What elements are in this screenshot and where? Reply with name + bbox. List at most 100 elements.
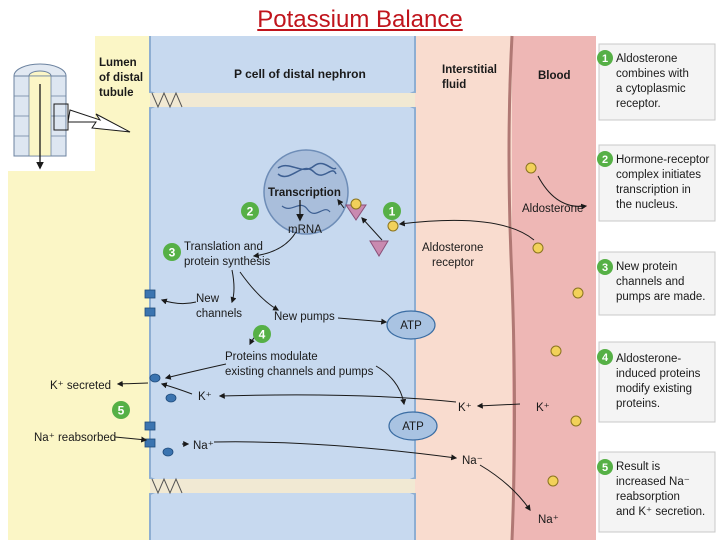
blood-region bbox=[512, 36, 596, 540]
capillary-wall bbox=[507, 35, 516, 540]
step-1: 1 Aldosterone combines with a cytoplasmi… bbox=[597, 43, 716, 121]
k-secreted-label: K⁺ secreted bbox=[50, 380, 111, 392]
marker-4: 4 bbox=[253, 325, 271, 343]
lumen-label-line-1: Lumen bbox=[99, 57, 137, 69]
p-cell-label: P cell of distal nephron bbox=[234, 67, 366, 81]
arrow-k-blood-to-interstitial bbox=[476, 402, 521, 409]
svg-text:3: 3 bbox=[169, 246, 176, 260]
arrow-k-secreted bbox=[116, 380, 149, 387]
arrow-aldosterone-into-cell bbox=[398, 219, 535, 241]
pathway-arrows bbox=[114, 175, 588, 511]
blood-label: Blood bbox=[538, 70, 571, 82]
modulate-label-line-2: existing channels and pumps bbox=[225, 366, 374, 378]
svg-text:1: 1 bbox=[389, 205, 396, 219]
arrow-to-new-channels bbox=[230, 269, 237, 304]
modulate-label-line-1: Proteins modulate bbox=[225, 351, 318, 363]
aldosterone-molecules-blood bbox=[525, 162, 584, 487]
nucleus bbox=[263, 149, 349, 235]
na-plus-cell-label: Na⁺ bbox=[193, 440, 214, 452]
step-5-number: 5 bbox=[602, 462, 608, 474]
p-cell-region bbox=[150, 36, 415, 540]
marker-3: 3 bbox=[163, 243, 181, 261]
steps-list: 1 Aldosterone combines with a cytoplasmi… bbox=[597, 43, 716, 533]
translation-label-line-1: Translation and bbox=[184, 241, 263, 253]
arrow-na-reabsorbed bbox=[114, 436, 148, 443]
transcription-label: Transcription bbox=[268, 187, 341, 199]
step-3: 3 New protein channels and pumps are mad… bbox=[597, 251, 716, 316]
arrow-mrna-to-translation bbox=[252, 231, 297, 259]
hormone-receptor-complex bbox=[345, 198, 367, 221]
slide-title: Potassium Balance bbox=[0, 6, 720, 34]
arrow-new-pumps-to-atp bbox=[337, 317, 388, 325]
arrow-modulate-to-pump bbox=[375, 365, 407, 406]
aldosterone-receptor bbox=[369, 240, 389, 257]
svg-text:4: 4 bbox=[259, 328, 266, 342]
marker-1: 1 bbox=[383, 202, 401, 220]
interstitial-label-line-1: Interstitial bbox=[442, 64, 497, 76]
step-3-line-3: pumps are made. bbox=[616, 291, 706, 303]
step-4: 4 Aldosterone- induced proteins modify e… bbox=[597, 341, 716, 423]
step-5-line-2: increased Na⁻ bbox=[616, 476, 690, 488]
step-5: 5 Result is increased Na⁻ reabsorption a… bbox=[597, 451, 716, 533]
arrow-receptor-binding bbox=[361, 217, 383, 241]
step-3-line-1: New protein bbox=[616, 261, 677, 273]
marker-2: 2 bbox=[241, 202, 259, 220]
lumen-label-line-3: tubule bbox=[99, 87, 134, 99]
diagram-step-markers: 1 2 3 4 5 bbox=[112, 202, 401, 419]
step-2-line-4: the nucleus. bbox=[616, 199, 678, 211]
step-2: 2 Hormone-receptor complex initiates tra… bbox=[597, 144, 716, 222]
arrow-k-interstitial-to-cell bbox=[218, 392, 457, 403]
svg-text:5: 5 bbox=[118, 404, 125, 418]
apical-channels bbox=[144, 289, 177, 457]
k-plus-blood-label: K⁺ bbox=[536, 402, 550, 414]
new-channels-label-line-2: channels bbox=[196, 308, 242, 320]
step-4-line-1: Aldosterone- bbox=[616, 353, 681, 365]
translation-label-line-2: protein synthesis bbox=[184, 256, 271, 268]
interstitial-label-line-2: fluid bbox=[442, 79, 466, 91]
na-plus-blood-label: Na⁺ bbox=[538, 514, 559, 526]
na-reabsorbed-label: Na⁺ reabsorbed bbox=[34, 432, 116, 444]
step-1-line-3: a cytoplasmic bbox=[616, 83, 686, 95]
step-1-line-2: combines with bbox=[616, 68, 689, 80]
step-2-line-3: transcription in bbox=[616, 184, 691, 196]
arrow-modulate-to-channel bbox=[164, 363, 227, 380]
step-2-line-1: Hormone-receptor bbox=[616, 154, 709, 166]
atp-label-1: ATP bbox=[400, 320, 422, 332]
atp-pump-new: ATP bbox=[386, 310, 436, 340]
slide-title-text: Potassium Balance bbox=[257, 6, 463, 33]
step-3-line-2: channels and bbox=[616, 276, 684, 288]
arrow-na-to-blood bbox=[479, 464, 531, 511]
aldosterone-blood-label: Aldosterone bbox=[522, 203, 583, 215]
svg-text:2: 2 bbox=[247, 205, 254, 219]
step-3-number: 3 bbox=[602, 262, 608, 274]
receptor-label-line-1: Aldosterone bbox=[422, 242, 483, 254]
step-5-line-3: reabsorption bbox=[616, 491, 680, 503]
step-2-number: 2 bbox=[602, 154, 608, 166]
atp-pump-existing: ATP bbox=[388, 411, 438, 441]
arrow-complex-to-nucleus bbox=[337, 199, 345, 209]
step-5-line-1: Result is bbox=[616, 461, 660, 473]
step-1-line-4: receptor. bbox=[616, 98, 661, 110]
new-pumps-label: New pumps bbox=[274, 311, 335, 323]
tubule-illustration bbox=[13, 63, 131, 170]
interstitial-region bbox=[415, 36, 512, 540]
step-4-line-2: induced proteins bbox=[616, 368, 701, 380]
step-1-number: 1 bbox=[602, 53, 608, 65]
arrow-blood-aldosterone-label bbox=[537, 175, 588, 210]
step-4-line-4: proteins. bbox=[616, 398, 660, 410]
arrow-k-cell-to-channel bbox=[160, 382, 193, 395]
step-4-line-3: modify existing bbox=[616, 383, 692, 395]
new-channels-label-line-1: New bbox=[196, 293, 220, 305]
step-2-line-2: complex initiates bbox=[616, 169, 701, 181]
step-4-number: 4 bbox=[602, 352, 609, 364]
arrow-na-cell-to-interstitial bbox=[213, 441, 458, 461]
lumen-label-line-2: of distal bbox=[99, 72, 143, 84]
arrow-to-new-pumps bbox=[239, 271, 280, 311]
marker-5: 5 bbox=[112, 401, 130, 419]
receptor-label-line-2: receptor bbox=[432, 257, 474, 269]
mrna-label: mRNA bbox=[288, 224, 322, 236]
k-plus-interstitial-label: K⁺ bbox=[458, 402, 472, 414]
step-1-line-1: Aldosterone bbox=[616, 53, 677, 65]
atp-label-2: ATP bbox=[402, 421, 424, 433]
